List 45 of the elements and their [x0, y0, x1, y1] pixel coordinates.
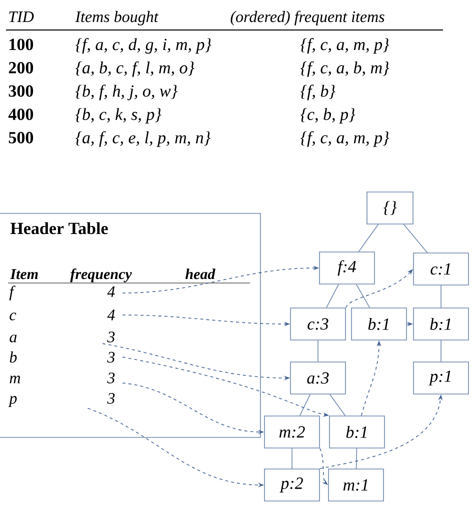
- table-row: a 3: [10, 332, 115, 342]
- id-cell: 500: [8, 132, 34, 144]
- table-row: c 4: [10, 310, 115, 320]
- item-set: {f, c, a, m, p}: [300, 38, 390, 54]
- item-set: {b, f, h, j, o, w}: [76, 84, 178, 100]
- tree-line: [403, 224, 428, 253]
- id-cell: 200: [8, 62, 34, 74]
- id-cell: 100: [10, 38, 34, 50]
- item-set: {a, b, c, f, l, m, o}: [76, 61, 194, 77]
- tree-node: b:1: [413, 308, 469, 340]
- column-heading: TID: [9, 12, 34, 22]
- tree-line: [329, 394, 346, 416]
- id-cell: 300: [8, 85, 34, 97]
- item-set: {a, f, c, e, l, p, m, n}: [76, 131, 210, 147]
- tree-line: [326, 284, 339, 308]
- table-row: f 4: [9, 286, 115, 300]
- item-set: {b, c, k, s, p}: [76, 108, 162, 124]
- tree-node: b:1: [329, 416, 385, 448]
- tree-line: [440, 340, 442, 362]
- table-row: m 3: [10, 372, 115, 384]
- table-row: b 3: [10, 351, 115, 363]
- item-set: {c, b, p}: [300, 108, 356, 124]
- tree-line: [300, 394, 310, 416]
- tree-line: [356, 284, 370, 308]
- item-set: {f, c, a, b, m}: [300, 61, 390, 77]
- tree-node: m:2: [264, 416, 320, 448]
- tree-node: c:1: [413, 252, 469, 286]
- tree-node: m:1: [328, 468, 384, 502]
- tree-node: a:3: [290, 362, 346, 394]
- tree-node: c:3: [290, 308, 346, 340]
- item-set: {f, a, c, d, g, i, m, p}: [76, 38, 212, 54]
- item-set: {f, b}: [300, 84, 336, 100]
- id-cell: 400: [8, 108, 34, 120]
- tree-node: b:1: [351, 308, 407, 340]
- tree-line: [440, 285, 442, 308]
- column-heading: (ordered) frequent items: [230, 10, 384, 26]
- tree-line: [356, 448, 358, 469]
- column-heading: Items bought: [75, 10, 159, 26]
- table-row: p 3: [8, 393, 115, 407]
- tree-node: p:1: [413, 362, 469, 394]
- tree-node: {}: [366, 192, 414, 224]
- item-set: {f, c, a, m, p}: [300, 131, 390, 147]
- tree-node: f:4: [319, 252, 375, 284]
- tree-node: p:2: [264, 468, 320, 502]
- tree-line: [358, 224, 379, 252]
